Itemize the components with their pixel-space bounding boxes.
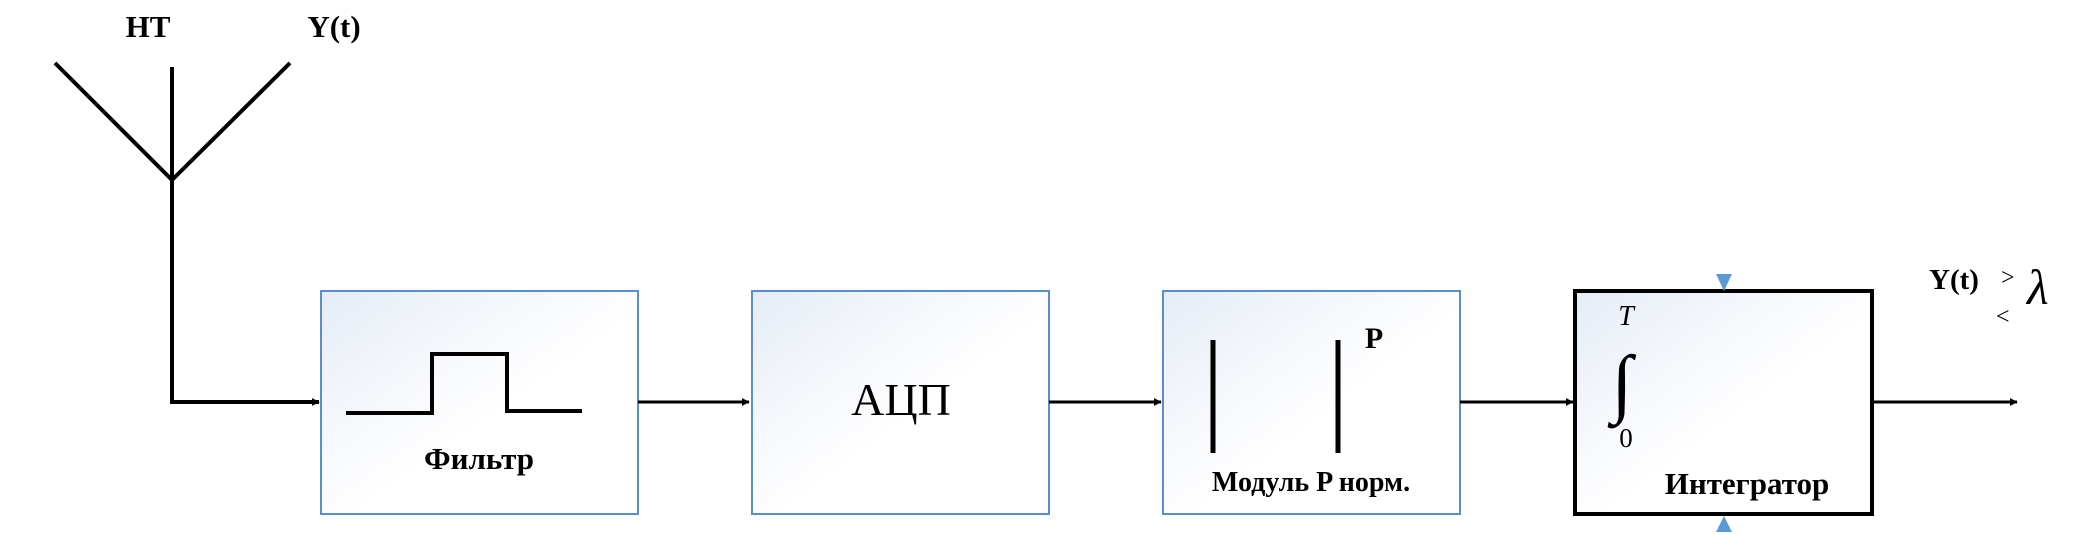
- integrator-block: T ∫ 0 Интегратор: [1573, 274, 1874, 532]
- antenna-label-signal: Y(t): [307, 9, 360, 44]
- integrator-top-marker-icon: [1716, 274, 1732, 291]
- filter-label: Фильтр: [424, 441, 534, 476]
- integrator-label: Интегратор: [1665, 466, 1830, 501]
- adc-block: АЦП: [751, 290, 1050, 515]
- module-symbol: P: [1365, 322, 1383, 355]
- decision-rule: Y(t) > < λ: [1929, 259, 2049, 330]
- decision-less-sign: <: [1996, 304, 2010, 330]
- filter-block: Фильтр: [320, 290, 639, 515]
- integral-lower-limit: 0: [1619, 423, 1633, 453]
- adc-label: АЦП: [851, 374, 951, 425]
- antenna-label-ht: HT: [126, 9, 171, 44]
- integral-sign-icon: ∫: [1608, 341, 1637, 429]
- decision-greater-sign: >: [2001, 265, 2015, 291]
- integral-upper-limit: T: [1618, 301, 1636, 332]
- module-label: Модуль P норм.: [1212, 467, 1410, 498]
- antenna-icon: [53, 61, 292, 402]
- module-block: P Модуль P норм.: [1162, 290, 1461, 515]
- decision-threshold: λ: [2025, 259, 2049, 315]
- integrator-bottom-marker-icon: [1716, 516, 1732, 532]
- decision-signal: Y(t): [1929, 264, 1979, 296]
- filter-pulse-icon: [346, 352, 582, 415]
